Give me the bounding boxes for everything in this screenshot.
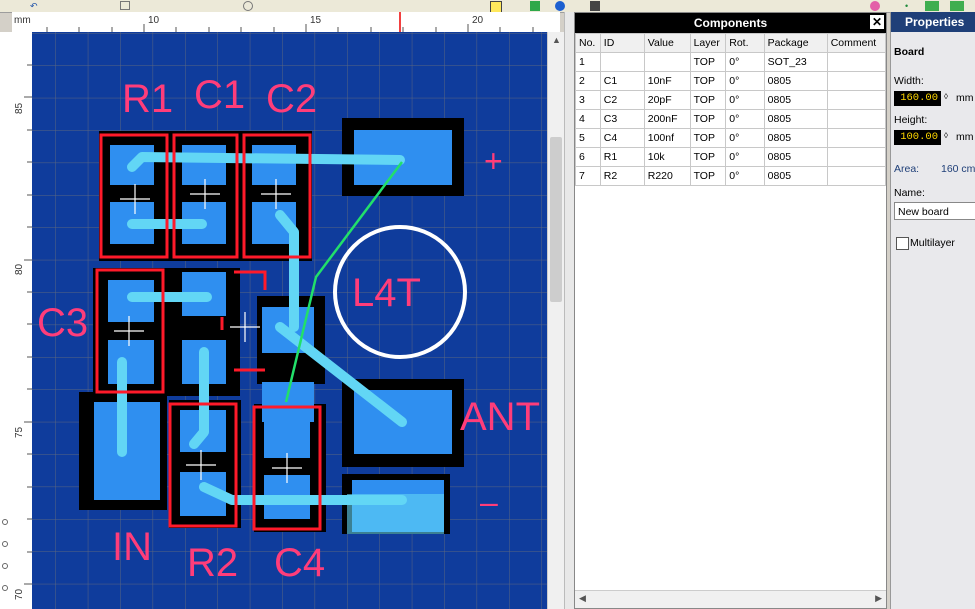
height-spin-icon[interactable]: ◊ — [944, 131, 948, 140]
column-header[interactable]: ID — [599, 33, 645, 53]
silk-label-c1: C1 — [194, 73, 245, 117]
width-spin-icon[interactable]: ◊ — [944, 92, 948, 101]
height-label: Height: — [894, 114, 928, 126]
ruler-x-label: 15 — [310, 15, 322, 26]
silk-label-in: IN — [112, 525, 152, 569]
components-horizontal-scrollbar[interactable]: ◀ ▶ — [575, 590, 886, 608]
close-icon[interactable]: ✕ — [870, 15, 884, 29]
components-table: No. ID Value Layer Rot. Package Comment … — [575, 33, 887, 186]
silk-label-c4: C4 — [274, 541, 325, 585]
silk-label-r1: R1 — [122, 77, 173, 121]
width-field[interactable]: 160.00 — [894, 91, 941, 106]
ruler-x-label: 10 — [148, 15, 160, 26]
width-label: Width: — [894, 75, 924, 87]
column-header[interactable]: Package — [763, 33, 828, 53]
multilayer-label: Multilayer — [910, 237, 955, 249]
silk-label-minus: – — [480, 484, 498, 520]
column-header[interactable]: Rot. — [725, 33, 765, 53]
components-panel-header: Components ✕ — [575, 13, 886, 33]
scroll-right-icon[interactable]: ▶ — [875, 593, 882, 603]
pcb-board[interactable]: R1 C1 C2 C3 L4T ANT IN R2 C4 + – — [32, 32, 547, 609]
chip-icon[interactable] — [590, 1, 600, 11]
ruler-unit: mm — [14, 15, 31, 26]
ruler-x-label: 20 — [472, 15, 484, 26]
panel-splitter[interactable] — [564, 12, 575, 609]
undo-icon[interactable]: ↶ — [30, 1, 38, 11]
area-label: Area: — [894, 163, 920, 175]
properties-panel: Properties Board Width: 160.00 ◊ mm Heig… — [890, 12, 975, 609]
silk-label-r2: R2 — [187, 541, 238, 585]
scrollbar-thumb[interactable] — [550, 137, 562, 302]
silk-label-ant: ANT — [460, 395, 540, 439]
canvas-vertical-scrollbar[interactable]: ▲ — [547, 32, 565, 609]
components-panel: Components ✕ No. ID Value Layer Rot. Pac… — [574, 12, 887, 609]
area-value: 160 cm — [941, 163, 975, 175]
multilayer-checkbox[interactable] — [896, 237, 909, 250]
name-label: Name: — [894, 187, 925, 199]
width-unit: mm — [956, 92, 974, 104]
height-unit: mm — [956, 131, 974, 143]
scroll-up-icon[interactable]: ▲ — [552, 35, 561, 45]
column-header[interactable]: Layer — [689, 33, 727, 53]
silk-label-plus: + — [484, 143, 503, 179]
horizontal-ruler: mm 10 15 20 — [12, 12, 560, 33]
column-header[interactable]: Comment — [826, 33, 887, 53]
pcb-canvas[interactable]: R1 C1 C2 C3 L4T ANT IN R2 C4 + – — [32, 32, 547, 609]
silk-label-l4t: L4T — [352, 271, 421, 315]
vertical-ruler: 85 80 75 70 — [0, 32, 33, 609]
silk-label-c2: C2 — [266, 77, 317, 121]
height-field[interactable]: 100.00 — [894, 130, 941, 145]
components-title: Components — [693, 16, 768, 30]
properties-title: Properties — [891, 12, 975, 32]
column-header[interactable]: Value — [643, 33, 691, 53]
component-icon[interactable] — [530, 1, 540, 11]
info-icon[interactable] — [555, 1, 565, 11]
scroll-left-icon[interactable]: ◀ — [579, 593, 586, 603]
group-icon[interactable] — [950, 1, 964, 11]
rotate-icon[interactable] — [243, 1, 253, 11]
ruler-ticks — [46, 12, 534, 32]
highlight-icon[interactable] — [925, 1, 939, 11]
silk-label-c3: C3 — [37, 301, 88, 345]
column-header[interactable]: No. — [575, 33, 601, 53]
ruler-ticks-vertical — [2, 64, 32, 591]
copy-icon[interactable] — [120, 1, 130, 10]
tree-icon[interactable]: • — [905, 1, 909, 11]
table-header-row: No. ID Value Layer Rot. Package Comment — [575, 33, 887, 53]
board-section-label: Board — [894, 46, 925, 58]
board-name-input[interactable]: New board — [894, 202, 975, 220]
color-icon[interactable] — [870, 1, 880, 11]
